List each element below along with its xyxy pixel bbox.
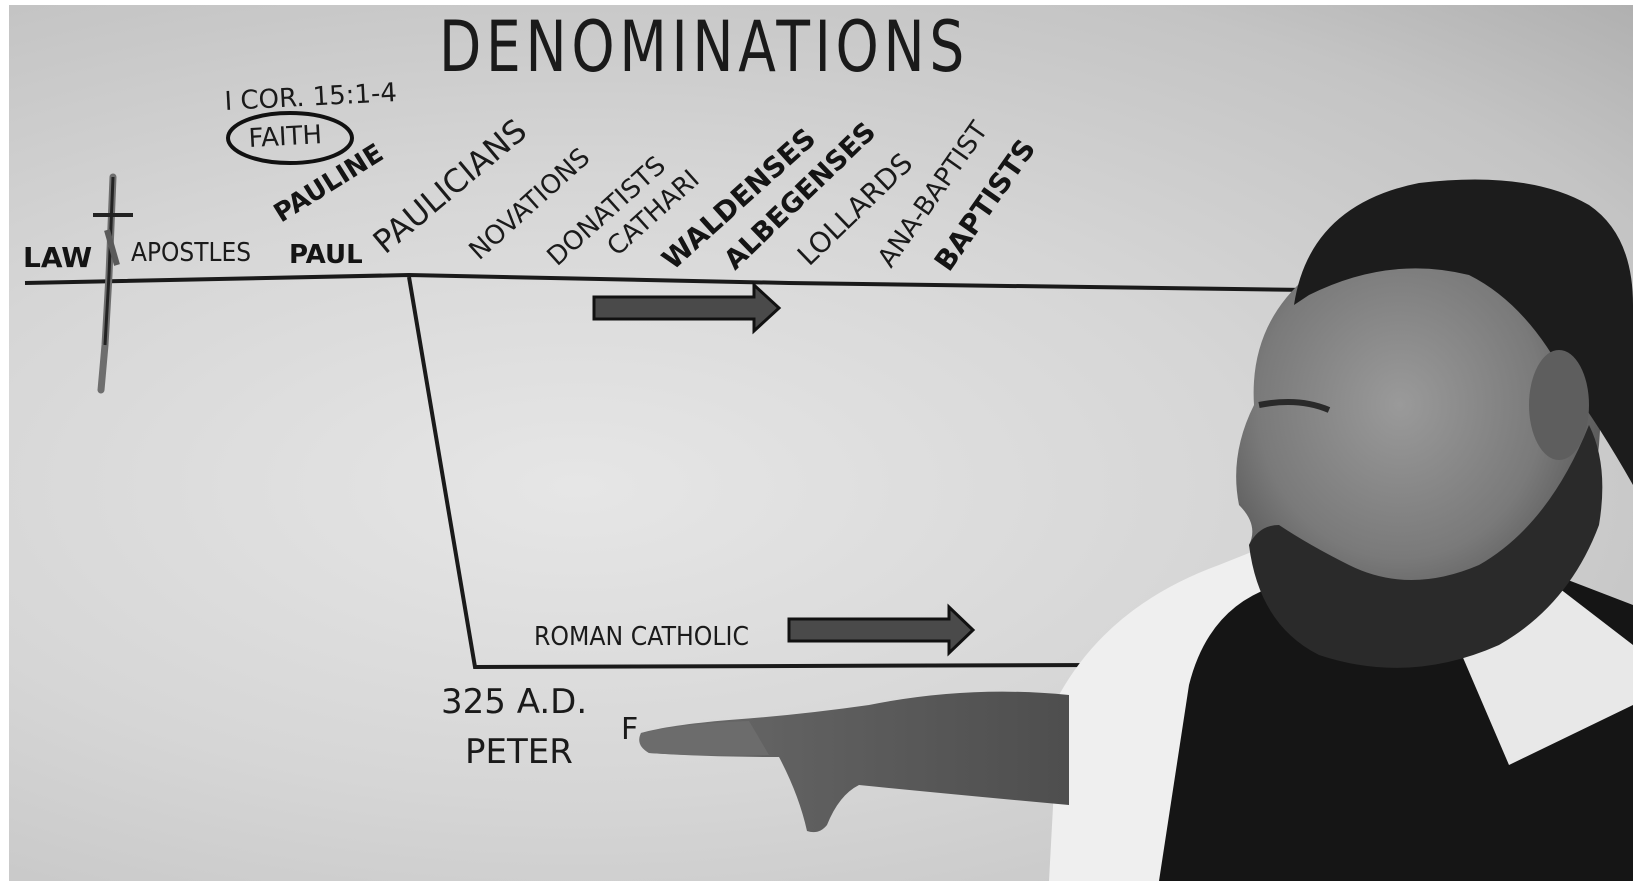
apostles-label: APOSTLES	[131, 238, 251, 268]
whiteboard: DENOMINATIONS I COR. 15:1-4 FAITH LAW AP…	[23, 6, 1310, 772]
board-title: DENOMINATIONS	[439, 6, 969, 88]
presenter-hair	[1294, 179, 1633, 485]
law-label: LAW	[23, 241, 92, 274]
paul-label: PAUL	[289, 240, 363, 270]
faith-label: FAITH	[248, 120, 323, 154]
presenter-beard	[1249, 425, 1603, 668]
presenter-hand	[639, 721, 769, 756]
faith-circle	[226, 111, 354, 165]
presenter	[639, 179, 1633, 881]
presenter-brow	[1258, 399, 1331, 413]
arrow-right-icon	[592, 281, 782, 335]
video-frame: DENOMINATIONS I COR. 15:1-4 FAITH LAW AP…	[9, 5, 1633, 881]
timeline-line	[24, 272, 1310, 292]
presenter-ear	[1529, 350, 1589, 460]
partial-label: F	[621, 712, 638, 747]
roman-catholic-label: ROMAN CATHOLIC	[534, 622, 749, 652]
presenter-arm	[640, 691, 1069, 833]
presenter-face	[1236, 247, 1601, 641]
peter-label: PETER	[465, 732, 573, 772]
cross-icon	[93, 173, 133, 394]
arrow-right-icon	[787, 603, 976, 657]
date-label: 325 A.D.	[441, 682, 587, 722]
branch-line	[407, 276, 1100, 670]
